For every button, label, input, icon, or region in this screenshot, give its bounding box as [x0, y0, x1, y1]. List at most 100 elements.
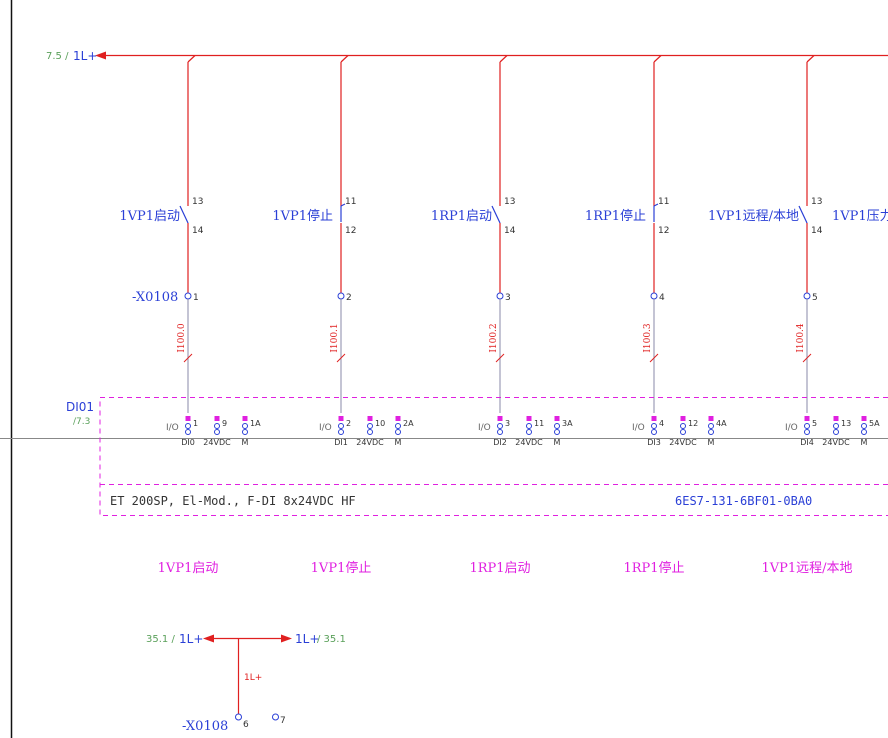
channel-5-switch-label: 1VP1远程/本地	[708, 209, 799, 224]
channel-3-pin-m-label: M	[554, 438, 561, 447]
channel-1-wire-break-mark	[183, 353, 193, 363]
channel-2-pin-m-lower-icon	[395, 429, 401, 435]
channel-5-terminal-number: 5	[812, 293, 818, 303]
channel-1-pin-io-lower-icon	[185, 429, 191, 435]
channel-1-contact-top: 13	[192, 197, 203, 207]
channel-2-switch-label: 1VP1停止	[272, 208, 333, 224]
channel-3-switch-contact-icon	[491, 205, 501, 224]
channel-3-terminal-number: 3	[505, 293, 511, 303]
channel-2-pin-24v-number: 10	[375, 419, 385, 428]
channel-4-pin-24v-icon[interactable]	[680, 423, 686, 429]
channel-2-pin-24v-lower-icon	[367, 429, 373, 435]
channel-1-pin-io-number: 1	[193, 419, 198, 428]
channel-1-pin-m-icon[interactable]	[242, 423, 248, 429]
channel-4-terminal-icon[interactable]	[650, 292, 658, 300]
channel-3-pin-io-lower-icon	[497, 429, 503, 435]
channel-2-pin-24v-icon[interactable]	[367, 423, 373, 429]
channel-5-wire-break-mark	[802, 353, 812, 363]
channel-5-pin-io-label: DI4	[800, 438, 814, 447]
channel-3-pin-24v-number: 11	[534, 419, 544, 428]
channel-5-pin-m-label: M	[861, 438, 868, 447]
channel-5-pin-io-marker	[804, 416, 810, 421]
channel-3-terminal-icon[interactable]	[496, 292, 504, 300]
channel-3-pin-m-marker	[554, 416, 560, 421]
terminal-7-icon[interactable]	[272, 713, 279, 721]
channel-1-bottom-label: 1VP1启动	[158, 561, 219, 576]
terminal-6-icon[interactable]	[235, 713, 242, 721]
channel-3-contact-bottom: 14	[504, 226, 516, 236]
channel-1-pin-io-icon[interactable]	[185, 423, 191, 429]
channel-4-pin-m-icon[interactable]	[708, 423, 714, 429]
partial-switch-label: 1VP1压力	[832, 209, 888, 224]
channel-2-tee	[340, 55, 349, 63]
channel-3-io-prefix: I/O	[478, 423, 491, 433]
channel-4-bottom-label: 1RP1停止	[623, 560, 684, 576]
channel-2-terminal-number: 2	[346, 293, 352, 303]
channel-1-pin-24v-icon[interactable]	[214, 423, 220, 429]
top-bus-arrow-icon	[95, 51, 106, 60]
channel-1-terminal-number: 1	[193, 293, 199, 303]
channel-4-contact-top: 11	[658, 197, 669, 207]
channel-5-pin-24v-icon[interactable]	[833, 423, 839, 429]
module-dashed-box	[99, 397, 888, 516]
channel-4-pin-io-lower-icon	[651, 429, 657, 435]
channel-4-tee	[653, 55, 662, 63]
channel-3-pin-io-marker	[497, 416, 503, 421]
channel-5-contact-top: 13	[811, 197, 822, 207]
channel-2-bottom-label: 1VP1停止	[311, 560, 372, 576]
terminal-6-number: 6	[243, 720, 249, 730]
bottom-bus-left-ref: 35.1 /	[146, 634, 175, 645]
module-name: DI01	[66, 400, 94, 414]
channel-3-pin-24v-lower-icon	[526, 429, 532, 435]
channel-5-pin-m-icon[interactable]	[861, 423, 867, 429]
channel-1-switch-contact-icon	[179, 205, 189, 224]
channel-2-pin-io-label: DI1	[334, 438, 348, 447]
channel-2-pin-m-icon[interactable]	[395, 423, 401, 429]
channel-3-address: I100.2	[489, 323, 499, 352]
channel-5-pin-24v-number: 13	[841, 419, 851, 428]
module-description: ET 200SP, El-Mod., F-DI 8x24VDC HF	[110, 494, 356, 508]
channel-5-io-prefix: I/O	[785, 423, 798, 433]
channel-3-contact-top: 13	[504, 197, 515, 207]
channel-4-pin-24v-lower-icon	[680, 429, 686, 435]
channel-4-terminal-number: 4	[659, 293, 665, 303]
bottom-bus-right-label: 1L+	[295, 632, 319, 646]
channel-3-pin-io-label: DI2	[493, 438, 507, 447]
channel-3-pin-io-number: 3	[505, 419, 510, 428]
channel-3-pin-m-icon[interactable]	[554, 423, 560, 429]
bottom-bus-left-arrow-icon	[203, 634, 214, 643]
channel-3-switch-label: 1RP1启动	[431, 209, 492, 224]
channel-1-io-prefix: I/O	[166, 423, 179, 433]
channel-4-pin-io-icon[interactable]	[651, 423, 657, 429]
channel-4-contact-bottom: 12	[658, 226, 669, 236]
channel-3-pin-io-icon[interactable]	[497, 423, 503, 429]
channel-5-pin-io-icon[interactable]	[804, 423, 810, 429]
channel-5-pin-24v-lower-icon	[833, 429, 839, 435]
channel-2-switch-nc-tab-icon	[340, 203, 346, 207]
channel-2-pin-io-icon[interactable]	[338, 423, 344, 429]
bottom-wire-label: 1L+	[244, 673, 262, 683]
channel-1-switch-label: 1VP1启动	[119, 209, 180, 224]
channel-2-pin-m-marker	[395, 416, 401, 421]
module-part-number: 6ES7-131-6BF01-0BA0	[675, 494, 812, 508]
channel-1-pin-io-marker	[185, 416, 191, 421]
channel-1-pin-24v-marker	[214, 416, 220, 421]
channel-1-address: I100.0	[177, 323, 187, 353]
channel-4-pin-m-number: 4A	[716, 419, 727, 428]
bottom-bus-left-label: 1L+	[179, 632, 203, 646]
channel-5-terminal-icon[interactable]	[803, 292, 811, 300]
channel-3-wire-break-mark	[495, 353, 505, 363]
channel-5-switch-contact-icon	[798, 205, 808, 224]
channel-5-bottom-label: 1VP1远程/本地	[761, 561, 852, 576]
channel-1-terminal-icon[interactable]	[184, 292, 192, 300]
channel-3-pin-24v-label: 24VDC	[515, 438, 543, 447]
terminal-7-number: 7	[280, 716, 286, 726]
channel-3-pin-24v-icon[interactable]	[526, 423, 532, 429]
channel-2-terminal-icon[interactable]	[337, 292, 345, 300]
channel-2-pin-24v-label: 24VDC	[356, 438, 384, 447]
channel-4-pin-io-number: 4	[659, 419, 664, 428]
module-ref: /7.3	[73, 417, 90, 427]
channel-4-pin-24v-label: 24VDC	[669, 438, 697, 447]
